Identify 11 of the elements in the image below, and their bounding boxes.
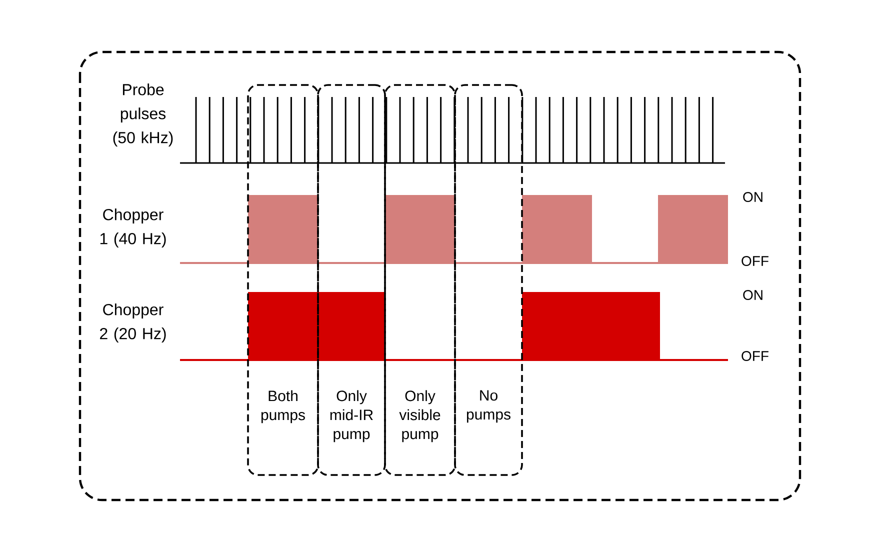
window-box: Only visible pump	[384, 84, 456, 476]
window-box: No pumps	[454, 84, 523, 476]
state-label: ON	[743, 290, 762, 300]
window-box: Only mid-IR pump	[317, 84, 386, 476]
row-label: Chopper 1 (40 Hz)	[100, 208, 166, 248]
row-label: Probe pulses (50 kHz)	[113, 84, 173, 146]
state-label: OFF	[742, 351, 768, 361]
state-label: OFF	[742, 256, 768, 266]
state-label: ON	[743, 192, 762, 202]
window-box: Both pumps	[247, 84, 319, 476]
row-label: Chopper 2 (20 Hz)	[100, 304, 166, 342]
